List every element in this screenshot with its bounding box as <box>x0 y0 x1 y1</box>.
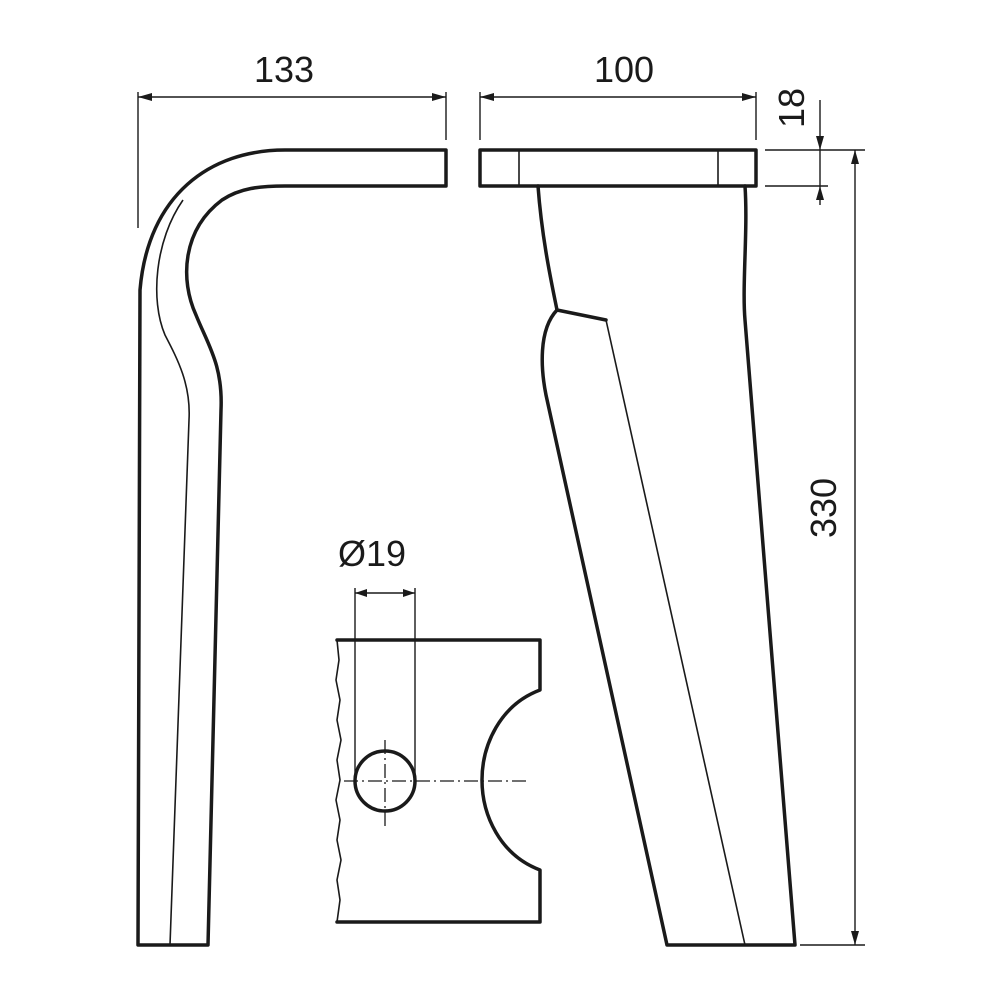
arrow-icon <box>816 186 824 200</box>
arrow-icon <box>138 93 152 101</box>
arrow-icon <box>816 136 824 150</box>
arrow-icon <box>742 93 756 101</box>
dimension-label-133: 133 <box>254 49 314 90</box>
arrow-icon <box>355 589 367 597</box>
dimension-330: 330 <box>800 150 865 946</box>
blade-bevel-top <box>555 308 608 322</box>
side-view-bevel-line <box>155 199 190 946</box>
blade-outline <box>536 184 797 947</box>
arrow-icon <box>403 589 415 597</box>
blade-bevel-line <box>605 319 746 946</box>
arrow-icon <box>480 93 494 101</box>
dimension-label-330: 330 <box>803 478 844 538</box>
hole-detail-view <box>335 638 542 924</box>
dimension-100: 100 <box>479 49 757 140</box>
front-view <box>478 148 797 947</box>
dimension-133: 133 <box>137 49 447 228</box>
arrow-icon <box>851 931 859 945</box>
detail-outline <box>335 638 542 924</box>
arrow-icon <box>851 150 859 164</box>
dimension-hole-diameter: Ø19 <box>338 533 416 781</box>
dimension-label-100: 100 <box>594 49 654 90</box>
side-view-outline <box>136 148 448 947</box>
arrow-icon <box>432 93 446 101</box>
mounting-plate <box>478 148 758 188</box>
dimension-label-diameter: Ø19 <box>338 533 406 574</box>
side-view <box>136 148 448 947</box>
dimension-18: 18 <box>765 88 865 205</box>
detail-break-line <box>335 639 342 923</box>
dimension-label-18: 18 <box>771 88 812 128</box>
